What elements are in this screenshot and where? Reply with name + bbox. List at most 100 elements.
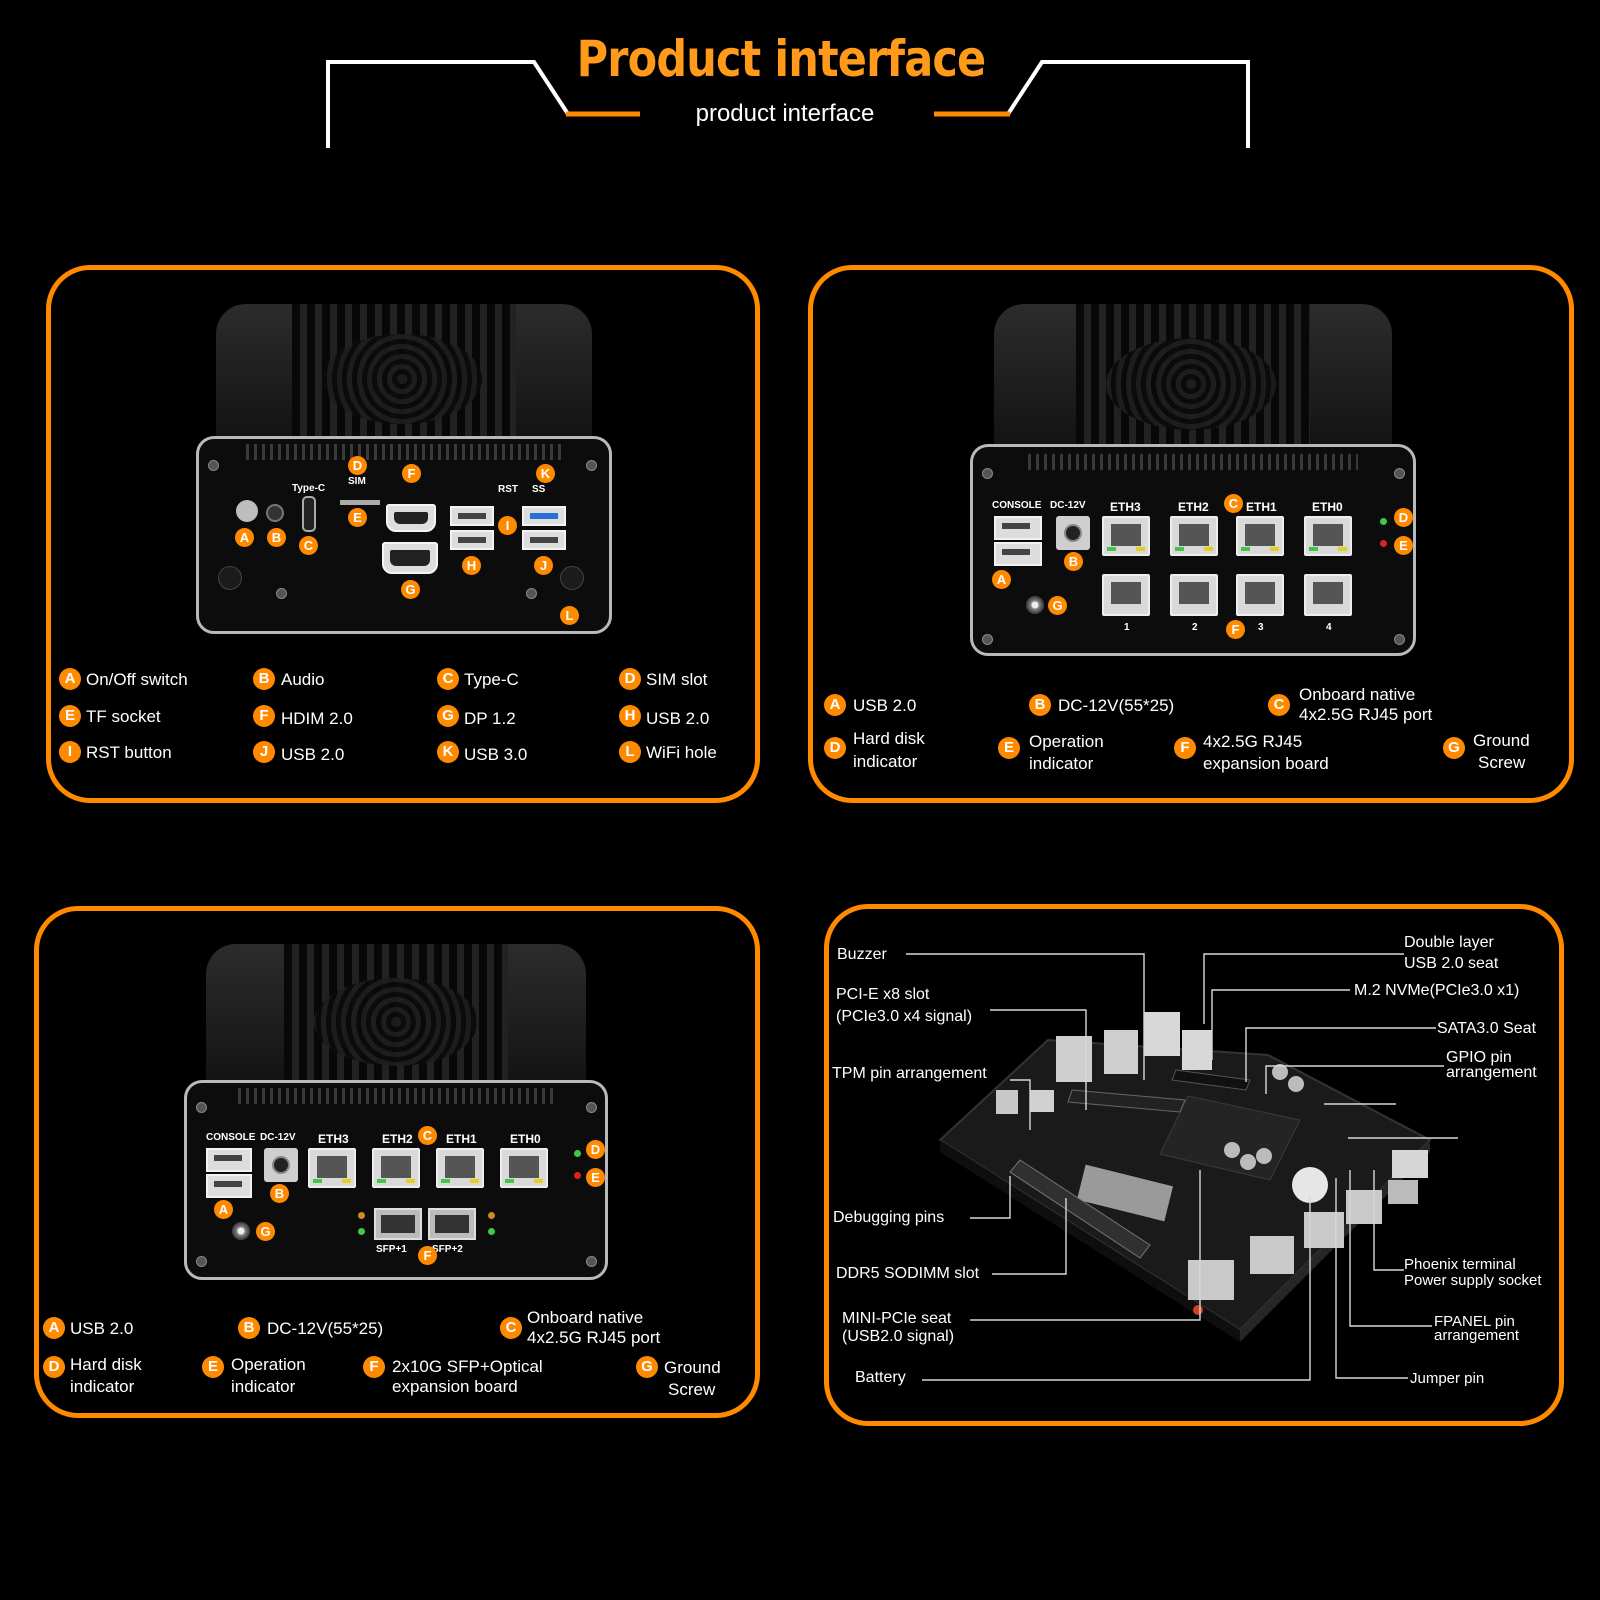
label-eth3: ETH3: [318, 1132, 349, 1146]
usb2-port-j[interactable]: [522, 530, 566, 550]
legend-item: USB 2.0: [853, 696, 917, 715]
legend-item: On/Off switch: [86, 670, 188, 689]
badge-l: L: [560, 606, 579, 625]
wifi-antenna-right: [560, 566, 584, 590]
mb-label: Battery: [855, 1369, 906, 1386]
badge-f: F: [418, 1246, 437, 1265]
legend-item: Operation: [231, 1355, 306, 1374]
panel-rear-io-sfp: [34, 906, 760, 1418]
usb2-port-top[interactable]: [994, 516, 1042, 540]
rj45-exp-3[interactable]: [1236, 574, 1284, 616]
badge-b: B: [267, 528, 286, 547]
legend-item: USB 2.0: [281, 745, 345, 764]
mb-label: arrangement: [1446, 1064, 1537, 1081]
mb-label: Debugging pins: [833, 1209, 945, 1226]
device-rear-view-rj45: CONSOLE DC-12V ETH3 ETH2 ETH1 ETH0 1 2 3…: [970, 304, 1416, 656]
legend-badge: A: [43, 1317, 65, 1339]
usb2-port-h1[interactable]: [450, 506, 494, 526]
label-console: CONSOLE: [206, 1132, 256, 1143]
dc-power-jack[interactable]: [1056, 516, 1090, 550]
rj45-exp-4[interactable]: [1304, 574, 1352, 616]
usb3-port[interactable]: [522, 506, 566, 526]
legend-badge: C: [437, 668, 459, 690]
legend-badge: I: [59, 741, 81, 763]
legend-badge: G: [437, 705, 459, 727]
header-frame: [326, 60, 1250, 148]
legend-item: USB 2.0: [646, 709, 710, 728]
legend-item: DP 1.2: [464, 709, 516, 728]
mb-label: (PCIe3.0 x4 signal): [836, 1008, 973, 1025]
mb-label: Power supply socket: [1404, 1272, 1542, 1289]
label-port-1: 1: [1124, 622, 1130, 633]
usb2-port-bottom[interactable]: [206, 1174, 252, 1198]
led-power: [1380, 540, 1387, 547]
mb-label: Double layer: [1404, 934, 1494, 951]
rj45-eth3[interactable]: [308, 1148, 356, 1188]
legend-item: HDIM 2.0: [281, 709, 353, 728]
dc-power-jack[interactable]: [264, 1148, 298, 1182]
power-button[interactable]: [236, 500, 258, 522]
ground-screw: [232, 1222, 250, 1240]
mb-label: PCI-E x8 slot: [836, 986, 930, 1003]
label-dc12v: DC-12V: [260, 1132, 296, 1143]
type-c-port[interactable]: [302, 496, 316, 532]
legend-badge: C: [500, 1317, 522, 1339]
badge-g: G: [256, 1222, 275, 1241]
legend-badge: A: [824, 694, 846, 716]
badge-e: E: [586, 1168, 605, 1187]
sfp-port-2[interactable]: [428, 1208, 476, 1240]
legend-badge: L: [619, 741, 641, 763]
led-power: [574, 1172, 581, 1179]
label-port-4: 4: [1326, 622, 1332, 633]
ground-screw: [1026, 596, 1044, 614]
audio-jack[interactable]: [266, 504, 284, 522]
legend-item: Type-C: [464, 670, 519, 689]
legend-badge: G: [1443, 737, 1465, 759]
mb-label: MINI-PCIe seat: [842, 1310, 952, 1327]
badge-d: D: [348, 456, 367, 475]
rj45-eth2[interactable]: [1170, 516, 1218, 556]
legend-item: expansion board: [1203, 754, 1329, 773]
rj45-eth1[interactable]: [1236, 516, 1284, 556]
rj45-eth3[interactable]: [1102, 516, 1150, 556]
mb-label: (USB2.0 signal): [842, 1328, 955, 1345]
legend-badge: B: [1029, 694, 1051, 716]
usb2-port-h2[interactable]: [450, 530, 494, 550]
legend-item: indicator: [853, 752, 918, 771]
led-sfp1-link: [358, 1212, 365, 1219]
mb-label: M.2 NVMe(PCIe3.0 x1): [1354, 982, 1520, 999]
badge-b: B: [1064, 552, 1083, 571]
dp-port[interactable]: [382, 542, 438, 574]
badge-d: D: [1394, 508, 1413, 527]
rj45-eth1[interactable]: [436, 1148, 484, 1188]
legend-item: USB 3.0: [464, 745, 528, 764]
label-eth1: ETH1: [446, 1132, 477, 1146]
rj45-exp-2[interactable]: [1170, 574, 1218, 616]
badge-h: H: [462, 556, 481, 575]
mb-label: TPM pin arrangement: [832, 1065, 987, 1082]
rj45-eth2[interactable]: [372, 1148, 420, 1188]
legend-item: RST button: [86, 743, 172, 762]
mb-label: USB 2.0 seat: [1404, 955, 1499, 972]
usb2-port-bottom[interactable]: [994, 542, 1042, 566]
badge-k: K: [536, 464, 555, 483]
label-port-3: 3: [1258, 622, 1264, 633]
hdmi-port[interactable]: [386, 504, 436, 532]
rj45-eth0[interactable]: [500, 1148, 548, 1188]
mb-label: arrangement: [1434, 1327, 1520, 1344]
legend-item: SIM slot: [646, 670, 708, 689]
legend-item: WiFi hole: [646, 743, 717, 762]
usb2-port-top[interactable]: [206, 1148, 252, 1172]
legend-item: Screw: [1478, 753, 1526, 772]
legend-item: 4x2.5G RJ45 port: [1299, 705, 1433, 724]
sim-slot[interactable]: [340, 500, 380, 505]
badge-i: I: [498, 516, 517, 535]
panel-rear-io-rj45: [808, 265, 1574, 803]
rj45-exp-1[interactable]: [1102, 574, 1150, 616]
device-rear-view-sfp: CONSOLE DC-12V ETH3 ETH2 ETH1 ETH0 SFP+1…: [184, 944, 608, 1280]
rj45-eth0[interactable]: [1304, 516, 1352, 556]
legend-item: Onboard native: [527, 1308, 644, 1327]
legend-badge: H: [619, 705, 641, 727]
sfp-port-1[interactable]: [374, 1208, 422, 1240]
panel-front-io: [46, 265, 760, 803]
